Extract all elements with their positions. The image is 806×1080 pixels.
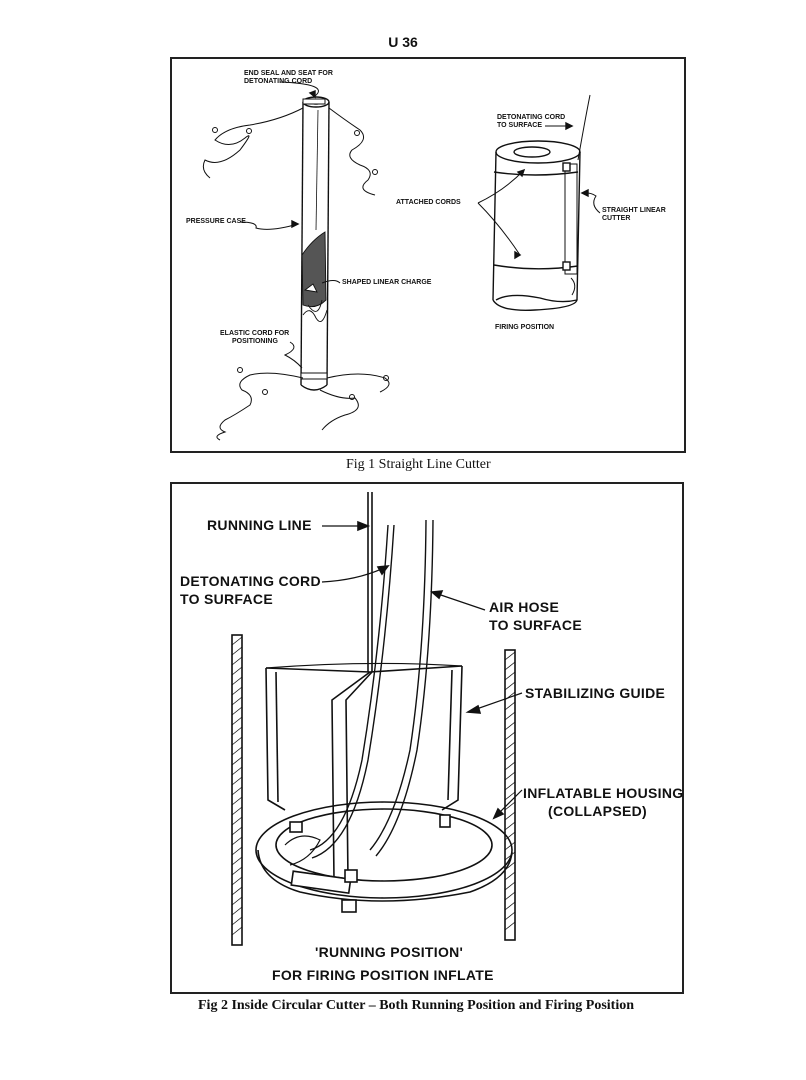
label-straight-1: STRAIGHT LINEAR <box>602 207 666 214</box>
label-attached-cords: ATTACHED CORDS <box>396 199 461 206</box>
label-straight-2: CUTTER <box>602 215 631 222</box>
label-elastic-1: ELASTIC CORD FOR <box>220 330 290 337</box>
figure-1-caption: Fig 1 Straight Line Cutter <box>346 457 491 472</box>
figure-2-caption: Fig 2 Inside Circular Cutter – Both Runn… <box>198 998 635 1013</box>
label-air-hose-1: AIR HOSE <box>489 599 560 615</box>
pressure-case-tube <box>300 96 330 391</box>
casing-wall-right <box>504 649 516 941</box>
label-inflatable-1: INFLATABLE HOUSING <box>523 785 684 801</box>
page-number: U 36 <box>388 34 418 50</box>
label-stabilizing-guide: STABILIZING GUIDE <box>525 685 666 701</box>
label-det-cord-surface-1: DETONATING CORD <box>180 573 321 589</box>
label-elastic-2: POSITIONING <box>232 338 278 345</box>
label-air-hose-2: TO SURFACE <box>489 617 582 633</box>
label-end-seal-2: DETONATING CORD <box>244 78 313 85</box>
figure-2-panel <box>170 482 684 994</box>
label-firing-position: FIRING POSITION <box>495 324 555 331</box>
firing-position-cylinder <box>492 140 581 311</box>
label-running-line: RUNNING LINE <box>207 517 312 533</box>
figure-1-panel <box>170 57 686 453</box>
elastic-cords <box>202 107 390 441</box>
label-shaped-charge: SHAPED LINEAR CHARGE <box>342 279 432 286</box>
label-det-cord-1: DETONATING CORD <box>497 114 566 121</box>
label-running-position: 'RUNNING POSITION' <box>315 944 464 960</box>
label-det-cord-2: TO SURFACE <box>497 122 542 129</box>
stabilizing-guide-frame <box>265 662 463 881</box>
label-firing-inflate: FOR FIRING POSITION INFLATE <box>272 967 494 983</box>
casing-wall-left <box>231 634 243 946</box>
inflatable-housing-ring <box>255 801 513 913</box>
label-end-seal-1: END SEAL AND SEAT FOR <box>244 70 333 77</box>
shaped-charge-hatch <box>301 231 328 323</box>
label-det-cord-surface-2: TO SURFACE <box>180 591 273 607</box>
label-pressure-case: PRESSURE CASE <box>186 218 246 225</box>
label-inflatable-2: (COLLAPSED) <box>548 803 647 819</box>
